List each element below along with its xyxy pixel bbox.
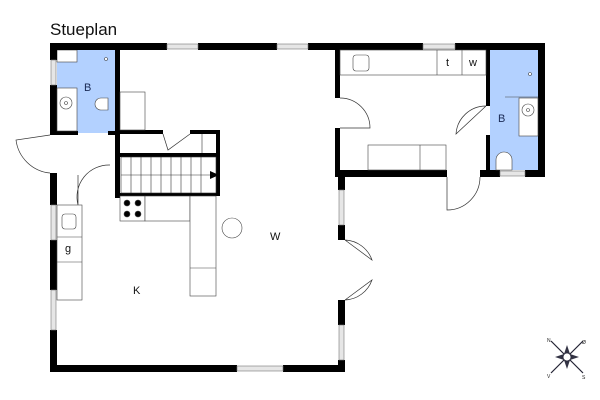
compass-icon: N Ø V S [547, 338, 586, 381]
room-label-living: W [270, 231, 281, 243]
compass-w: V [547, 374, 551, 380]
room-label-kitchen: K [133, 285, 141, 297]
fixture-label-washer: w [468, 57, 477, 69]
fixtures [56, 49, 539, 301]
plan-title: Stueplan [50, 20, 118, 39]
compass-e: Ø [582, 340, 586, 346]
room-label-bath1: B [84, 82, 91, 94]
doors [15, 97, 487, 301]
walls [50, 43, 545, 372]
compass-n: N [547, 338, 551, 344]
stairs [120, 134, 217, 194]
bathroom-1-fixture-area [56, 49, 78, 63]
stair-direction-arrow-icon [210, 171, 219, 179]
compass-s: S [582, 375, 586, 381]
fixture-label-fridge: g [65, 243, 71, 255]
fixture-label-dryer: t [446, 57, 449, 69]
room-label-bath2: B [498, 113, 505, 125]
windows [50, 43, 526, 372]
